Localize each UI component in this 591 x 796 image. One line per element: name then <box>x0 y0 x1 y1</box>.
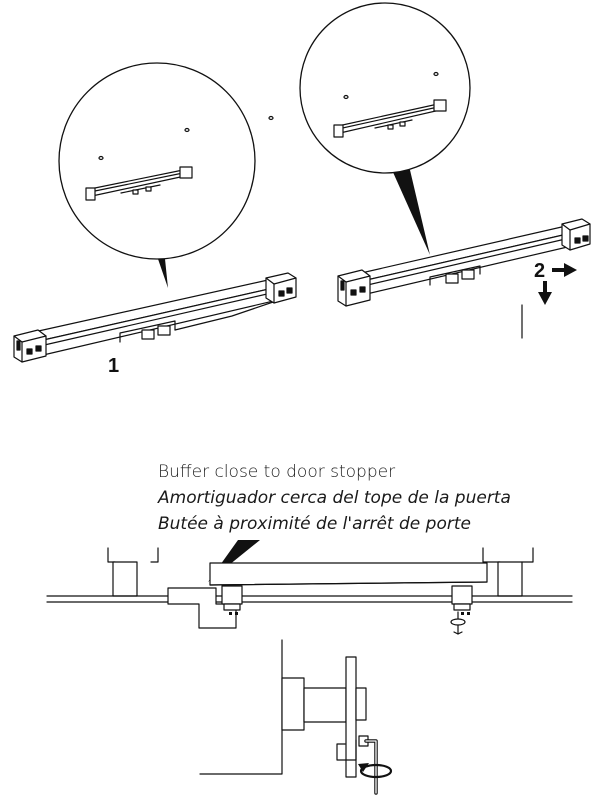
step1-number: 1 <box>108 355 119 377</box>
step2-zoom-circle <box>299 2 471 174</box>
step2-number: 2 <box>534 260 545 282</box>
track-section <box>46 547 573 635</box>
stray-hole-mark <box>268 115 274 121</box>
rotate-icon <box>358 763 393 779</box>
step1-rail <box>13 272 297 363</box>
arrow-down-icon <box>538 281 552 305</box>
caption-english: Buffer close to door stopper <box>158 462 396 482</box>
buffer-detail <box>199 639 369 778</box>
caption-spanish: Amortiguador cerca del tope de la puerta <box>158 488 511 508</box>
step1-zoom-circle <box>58 62 256 260</box>
caption-french: Butée à proximité de l'arrêt de porte <box>158 514 471 534</box>
hex-key-icon <box>364 739 378 795</box>
step2-rail <box>337 218 591 307</box>
arrow-right-icon <box>552 263 577 277</box>
step2-zoom-pointer <box>392 170 430 255</box>
